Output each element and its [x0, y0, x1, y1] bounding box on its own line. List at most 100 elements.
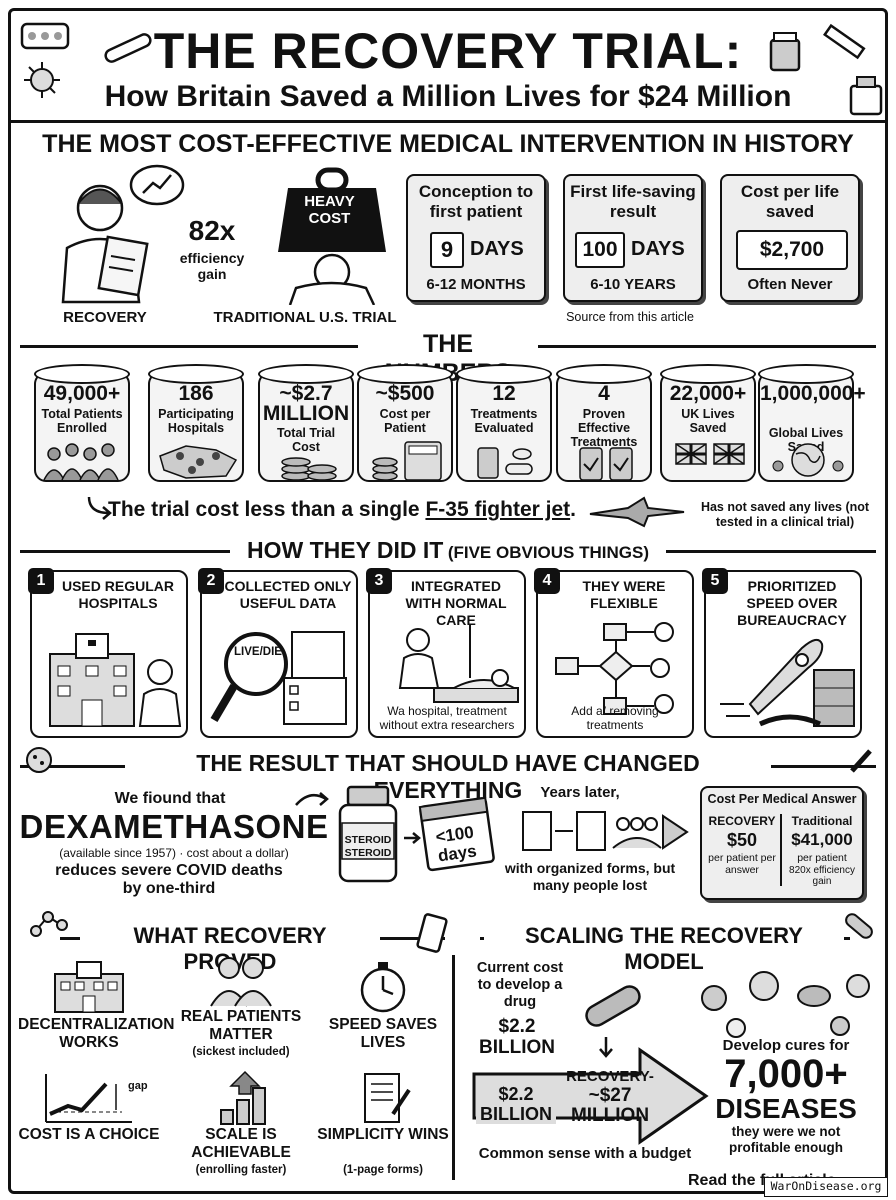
drug-effect: reduces severe COVID deaths by one-third [55, 862, 283, 897]
card-cost-per-life-title: Cost per life saved [740, 182, 840, 221]
stat-label: Total Patients Enrolled [41, 407, 123, 435]
stat-label: Proven Effective Treatments [570, 407, 638, 449]
efficiency-value: 82x [188, 215, 236, 246]
curved-arrow-icon [292, 785, 334, 813]
can-lid [456, 364, 552, 384]
step-label: PRIORITIZED SPEED OVER BUREAUCRACY [737, 578, 847, 628]
f35-link[interactable]: F-35 fighter jet [425, 498, 571, 521]
how-heading-wrap: HOW THEY DID IT (FIVE OBVIOUS THINGS) [230, 537, 666, 564]
f35-prefix: The trial cost less than a single [108, 498, 420, 521]
proved-label: COST IS A CHOICE [18, 1126, 160, 1143]
step-illustration [374, 618, 524, 728]
card-cost-per-life-compare: Often Never [747, 276, 833, 293]
cost-effective-heading: THE MOST COST-EFFECTIVE MEDICAL INTERVEN… [42, 130, 854, 158]
column-divider [452, 955, 455, 1180]
stat-label: UK Lives Saved [681, 407, 735, 435]
efficiency-label: efficiency gain [179, 250, 245, 282]
proved-label: REAL PATIENTS MATTER [180, 1008, 302, 1043]
diseases-count: 7,000+ [724, 1052, 848, 1096]
how-step: 5 PRIORITIZED SPEED OVER BUREAUCRACY [702, 568, 862, 738]
virus-icon [22, 60, 62, 100]
recovery-label: RECOVERY [63, 309, 147, 326]
stopwatch-icon [343, 960, 423, 1014]
stat-value: ~$500 [375, 382, 435, 405]
cost-box-left-value: $50 [726, 830, 758, 850]
map-pins-icon [156, 436, 240, 482]
stat-value: 49,000+ [43, 382, 121, 405]
pill-pack-icon [20, 22, 70, 50]
cookie-icon [24, 745, 54, 775]
calendar-icon: 9 [430, 232, 464, 268]
card-cost-per-life-number: $2,700 [759, 238, 825, 261]
step-label: COLLECTED ONLY USEFUL DATA [224, 578, 352, 611]
cost-box-gain: 820x efficiency gain [789, 865, 855, 887]
proved-item: REAL PATIENTS MATTER(sickest included) [176, 957, 306, 1068]
current-cost-label: Current cost to develop a drug [476, 960, 564, 1010]
drug-name: DEXAMETHASONE [19, 808, 329, 845]
gap-label: gap [128, 1080, 148, 1092]
card-first-result-compare: 6-10 YEARS [590, 276, 676, 293]
can-lid [34, 364, 130, 384]
proved-note: (enrolling faster) [195, 1164, 287, 1176]
proved-item: SIMPLICITY WINS(1-page forms) [317, 1070, 449, 1178]
step-illustration [206, 624, 356, 734]
page-title: THE RECOVERY TRIAL: [153, 23, 743, 79]
bars-icon [201, 1070, 281, 1126]
stat-value: 1,000,000+ [760, 382, 866, 405]
step-number: 3 [366, 568, 392, 594]
proved-item: SCALE IS ACHIEVABLE(enrolling faster) [176, 1070, 306, 1178]
capsule-icon [840, 906, 880, 946]
drug-note: (available since 1957) · cost about a do… [59, 846, 289, 860]
cost-box-title: Cost Per Medical Answer [707, 792, 857, 806]
card-conception: Conception to first patient 9 DAYS 6-12 … [406, 174, 546, 302]
step-number: 5 [702, 568, 728, 594]
step-tag: LIVE/DIE [234, 646, 282, 658]
forms-process-icon [495, 806, 695, 862]
diseases-word: DISEASES [715, 1093, 857, 1124]
recovery-scaled-value: ~$27 MILLION [570, 1085, 650, 1126]
left-cost-value: $2.2 BILLION [476, 1084, 556, 1124]
step-label: INTEGRATED WITH NORMAL CARE [405, 578, 507, 628]
card-first-result-title: First life-saving result [570, 182, 696, 221]
how-heading: HOW THEY DID IT [247, 537, 444, 563]
microbes-icon [690, 962, 880, 1042]
weight-label: HEAVY COST [304, 193, 355, 227]
stat-label: Total Trial Cost [276, 426, 336, 454]
uk-flag-icon [668, 436, 752, 482]
step-caption: Add a/ removing treatments [571, 704, 659, 732]
cost-box-right-note: per patient [797, 852, 847, 864]
proved-label: SIMPLICITY WINS [317, 1126, 449, 1143]
hospital-icon [49, 960, 129, 1014]
people-icon [201, 954, 281, 1008]
vial-icon [413, 906, 453, 954]
right-arrow-icon [402, 830, 422, 846]
stat-value: 186 [178, 382, 214, 405]
fighter-jet-icon [588, 496, 688, 528]
arrow-icon [85, 495, 115, 521]
result-found: We fiound that [114, 790, 226, 807]
stat-label: Treatments Evaluated [470, 407, 538, 435]
f35-sentence: The trial cost less than a single F-35 f… [108, 498, 576, 522]
medicine-jar-icon [765, 30, 805, 74]
cost-box-right-value: $41,000 [791, 830, 853, 849]
proved-label: DECENTRALIZATION WORKS [18, 1016, 175, 1051]
step-illustration [542, 618, 692, 728]
banknote-icon: $2,700 [736, 230, 848, 270]
header-divider [10, 120, 886, 123]
steroid-bottle-icon [334, 785, 402, 885]
molecule-icon [28, 905, 68, 941]
down-arrow-icon [596, 1035, 616, 1059]
can-lid [357, 364, 453, 384]
step-number: 1 [28, 568, 54, 594]
cost-box-left-name: RECOVERY [708, 814, 776, 828]
step-caption: Wa hospital, treatment without extra res… [379, 704, 515, 732]
can-lid [148, 364, 244, 384]
stat-value: 4 [598, 382, 610, 405]
card-conception-unit: DAYS [470, 238, 524, 260]
stat-value: 12 [492, 382, 516, 405]
dropper-icon [846, 745, 876, 777]
brand-badge[interactable]: WarOnDisease.org [764, 1177, 888, 1197]
